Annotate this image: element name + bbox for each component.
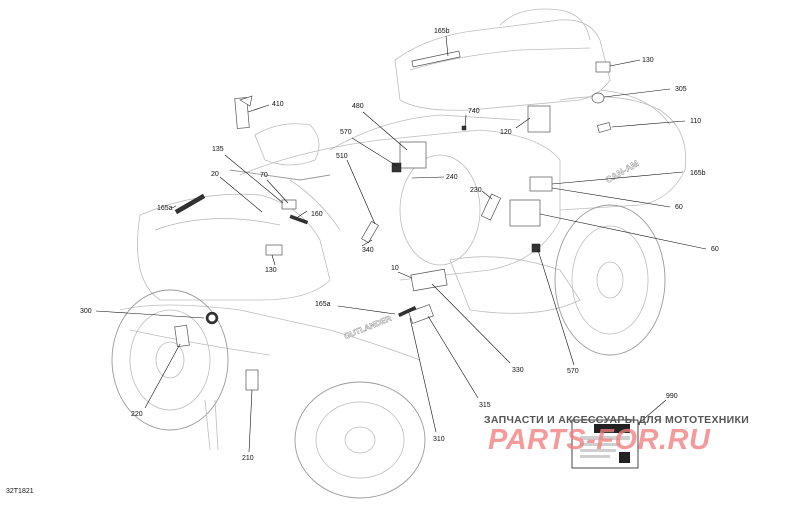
callout-315: 315 [479,402,491,409]
callout-740: 740 [468,108,480,115]
callout-310: 310 [433,436,445,443]
diagram-code: 32T1821 [6,488,34,495]
callout-60-a: 60 [675,204,683,211]
callout-70: 70 [260,172,268,179]
callout-570-bot: 570 [567,368,579,375]
callout-165b-right: 165b [690,170,706,177]
callout-220: 220 [131,411,143,418]
callout-160: 160 [311,211,323,218]
callout-10: 10 [391,265,399,272]
watermark-logo: PARTS-FOR.RU [488,424,711,456]
warning-label-990 [571,419,639,469]
callout-230: 230 [470,187,482,194]
callout-165a: 165a [157,205,173,212]
callout-110: 110 [690,118,701,125]
callout-120: 120 [500,129,512,136]
callout-135: 135 [212,146,224,153]
callout-210: 210 [242,455,254,462]
svg-text:CAN-AM: CAN-AM [604,158,641,185]
callout-570-top: 570 [340,129,352,136]
callout-130-top: 130 [642,57,654,64]
leader-lines [95,35,707,453]
callout-330: 330 [512,367,524,374]
callout-410: 410 [272,101,284,108]
decals [174,50,639,469]
callout-20: 20 [211,171,219,178]
callout-340: 340 [362,247,374,254]
callout-480: 480 [352,103,364,110]
callout-305: 305 [675,86,687,93]
watermark-tagline: ЗАПЧАСТИ И АКСЕССУАРЫ ДЛЯ МОТОТЕХНИКИ [484,414,750,426]
callout-300: 300 [80,308,92,315]
callout-165b-top: 165b [434,28,450,35]
callout-510: 510 [336,153,348,160]
callout-165a-mid: 165a [315,301,331,308]
callout-990: 990 [666,393,678,400]
callout-labels: 165b 130 305 110 165b 60 60 410 480 740 … [80,28,719,462]
callout-240: 240 [446,174,458,181]
callout-130-mid: 130 [265,267,277,274]
callout-60-b: 60 [711,246,719,253]
svg-text:OUTLANDER: OUTLANDER [343,314,393,341]
